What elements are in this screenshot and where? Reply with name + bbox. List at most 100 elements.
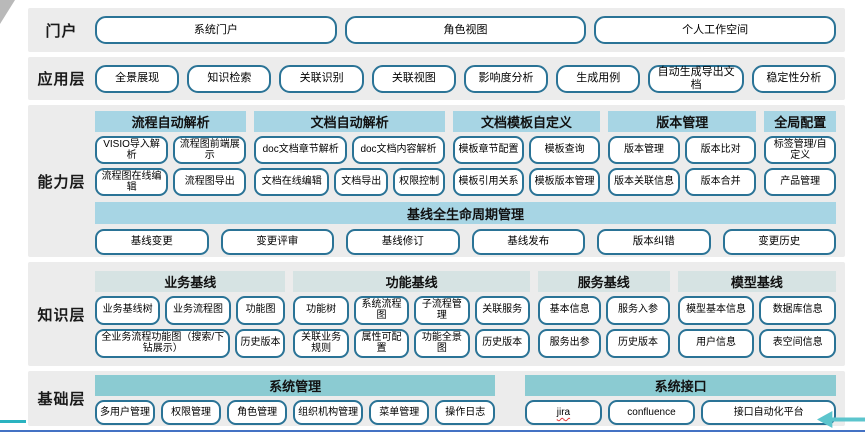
- group-header-process-auto-parse: 流程自动解析: [95, 111, 247, 132]
- kn-btn-model-basic-info[interactable]: 模型基本信息: [677, 295, 755, 325]
- fnd-btn-interface-automation-platform[interactable]: 接口自动化平台: [701, 400, 836, 425]
- baseline-btn-change-review[interactable]: 变更评审: [220, 229, 334, 255]
- layer-label-foundation: 基础层: [37, 391, 86, 408]
- fnd-btn-org-mgmt[interactable]: 组织机构管理: [293, 400, 364, 425]
- cap-btn-product-mgmt[interactable]: 产品管理: [764, 168, 836, 196]
- kn-btn-full-business-flow-map[interactable]: 全业务流程功能图（搜索/下钻展示）: [95, 328, 231, 358]
- kn-btn-function-diagram[interactable]: 功能图: [235, 295, 286, 325]
- capability-groups: 流程自动解析 VISIO导入解析 流程图前端展示 流程图在线编辑 流程图导出 文…: [95, 111, 836, 196]
- personal-workspace-button[interactable]: 个人工作空间: [594, 16, 837, 44]
- kn-btn-service-input-params[interactable]: 服务入参: [606, 295, 670, 325]
- group-header-service-baseline: 服务基线: [537, 270, 670, 292]
- group-system-interface: 系统接口 jira confluence 接口自动化平台: [525, 375, 836, 425]
- cap-btn-template-reference[interactable]: 模板引用关系: [452, 168, 525, 196]
- group-function-baseline: 功能基线 功能树 系统流程图 子流程管理 关联服务 关联业务规则 属性可配置 功…: [293, 270, 530, 358]
- cap-btn-visio-import[interactable]: VISIO导入解析: [95, 136, 169, 164]
- group-header-global-config: 全局配置: [764, 111, 836, 132]
- cap-btn-template-query[interactable]: 模板查询: [529, 136, 601, 164]
- cap-btn-doc-content-parse[interactable]: doc文档内容解析: [352, 136, 445, 164]
- fnd-btn-multiuser-mgmt[interactable]: 多用户管理: [95, 400, 156, 425]
- kn-btn-business-flowchart[interactable]: 业务流程图: [165, 295, 231, 325]
- group-header-function-baseline: 功能基线: [293, 270, 530, 292]
- app-btn-impact-analysis[interactable]: 影响度分析: [463, 64, 549, 93]
- cap-btn-doc-chapter-parse[interactable]: doc文档章节解析: [254, 136, 348, 164]
- group-system-mgmt: 系统管理 多用户管理 权限管理 角色管理 组织机构管理 菜单管理 操作日志: [95, 375, 496, 425]
- kn-btn-service-history-version[interactable]: 历史版本: [606, 328, 670, 358]
- cap-btn-flowchart-export[interactable]: 流程图导出: [173, 168, 247, 196]
- app-btn-relation-view[interactable]: 关联视图: [371, 64, 456, 93]
- baseline-btn-version-correction[interactable]: 版本纠错: [597, 229, 711, 255]
- cap-btn-flowchart-online-edit[interactable]: 流程图在线编辑: [95, 168, 169, 196]
- kn-btn-related-service[interactable]: 关联服务: [474, 295, 530, 325]
- kn-btn-user-info[interactable]: 用户信息: [677, 328, 755, 358]
- group-header-doc-template-custom: 文档模板自定义: [452, 111, 601, 132]
- app-btn-relation-identify[interactable]: 关联识别: [279, 64, 364, 93]
- layer-label-application: 应用层: [37, 71, 86, 88]
- fnd-btn-operation-log[interactable]: 操作日志: [435, 400, 496, 425]
- knowledge-groups: 业务基线 业务基线树 业务流程图 功能图 全业务流程功能图（搜索/下钻展示） 历…: [95, 270, 836, 358]
- group-service-baseline: 服务基线 基本信息 服务入参 服务出参 历史版本: [537, 270, 670, 358]
- cap-btn-template-version-mgmt[interactable]: 模板版本管理: [529, 168, 601, 196]
- kn-btn-database-info[interactable]: 数据库信息: [759, 295, 836, 325]
- cap-btn-version-compare[interactable]: 版本比对: [684, 136, 757, 164]
- cap-btn-version-relation-info[interactable]: 版本关联信息: [608, 168, 680, 196]
- application-button-row: 全景展现 知识检索 关联识别 关联视图 影响度分析 生成用例 自动生成导出文档 …: [95, 64, 837, 93]
- baseline-btn-change-history[interactable]: 变更历史: [722, 229, 836, 255]
- kn-btn-business-history-version[interactable]: 历史版本: [235, 328, 286, 358]
- layer-capability: 能力层 流程自动解析 VISIO导入解析 流程图前端展示 流程图在线编辑 流程图…: [28, 105, 845, 257]
- app-btn-generate-case[interactable]: 生成用例: [556, 64, 641, 93]
- cap-btn-version-merge[interactable]: 版本合并: [684, 168, 757, 196]
- kn-btn-attr-configurable[interactable]: 属性可配置: [353, 328, 410, 358]
- layer-foundation: 基础层 系统管理 多用户管理 权限管理 角色管理 组织机构管理 菜单管理 操作日…: [28, 371, 845, 426]
- kn-btn-service-basic-info[interactable]: 基本信息: [537, 295, 602, 325]
- kn-btn-subprocess-mgmt[interactable]: 子流程管理: [414, 295, 470, 325]
- group-header-system-interface: 系统接口: [525, 375, 836, 396]
- fnd-btn-permission-mgmt[interactable]: 权限管理: [161, 400, 222, 425]
- cap-btn-version-mgmt[interactable]: 版本管理: [608, 136, 680, 164]
- foundation-groups: 系统管理 多用户管理 权限管理 角色管理 组织机构管理 菜单管理 操作日志 系统…: [95, 372, 836, 425]
- baseline-btn-change[interactable]: 基线变更: [95, 229, 209, 255]
- kn-btn-function-panorama[interactable]: 功能全景图: [414, 328, 470, 358]
- app-btn-auto-export-doc[interactable]: 自动生成导出文档: [648, 64, 744, 93]
- kn-btn-service-output-params[interactable]: 服务出参: [537, 328, 602, 358]
- group-header-version-mgmt: 版本管理: [608, 111, 757, 132]
- role-view-button[interactable]: 角色视图: [344, 16, 587, 44]
- fnd-btn-confluence[interactable]: confluence: [607, 400, 696, 425]
- layer-knowledge: 知识层 业务基线 业务基线树 业务流程图 功能图 全业务流程功能图（搜索/下钻展…: [28, 262, 845, 366]
- kn-btn-function-tree[interactable]: 功能树: [293, 295, 349, 325]
- cap-btn-tag-mgmt-custom[interactable]: 标签管理/自定义: [764, 136, 836, 164]
- bottom-accent-line: [0, 430, 865, 432]
- app-btn-panorama[interactable]: 全景展现: [95, 64, 180, 93]
- app-btn-knowledge-search[interactable]: 知识检索: [187, 64, 272, 93]
- cap-btn-doc-export[interactable]: 文档导出: [334, 168, 389, 196]
- kn-btn-system-flowchart[interactable]: 系统流程图: [353, 295, 410, 325]
- layer-label-knowledge: 知识层: [37, 306, 86, 324]
- group-version-mgmt: 版本管理 版本管理 版本比对 版本关联信息 版本合并: [608, 111, 757, 196]
- group-model-baseline: 模型基线 模型基本信息 数据库信息 用户信息 表空间信息: [677, 270, 836, 358]
- cap-btn-template-chapter-config[interactable]: 模板章节配置: [452, 136, 525, 164]
- baseline-btn-revision[interactable]: 基线修订: [346, 229, 460, 255]
- fnd-btn-role-mgmt[interactable]: 角色管理: [227, 400, 288, 425]
- baseline-btn-release[interactable]: 基线发布: [471, 229, 585, 255]
- kn-btn-function-history-version[interactable]: 历史版本: [474, 328, 530, 358]
- kn-btn-tablespace-info[interactable]: 表空间信息: [759, 328, 836, 358]
- corner-decoration: [0, 0, 15, 24]
- layer-label-portal: 门户: [45, 22, 78, 40]
- cap-btn-permission-control[interactable]: 权限控制: [393, 168, 445, 196]
- app-btn-stability-analysis[interactable]: 稳定性分析: [751, 64, 837, 93]
- baseline-button-row: 基线变更 变更评审 基线修订 基线发布 版本纠错 变更历史: [95, 229, 836, 255]
- group-process-auto-parse: 流程自动解析 VISIO导入解析 流程图前端展示 流程图在线编辑 流程图导出: [95, 111, 247, 196]
- system-portal-button[interactable]: 系统门户: [95, 16, 337, 44]
- kn-btn-related-business-rule[interactable]: 关联业务规则: [293, 328, 349, 358]
- group-global-config: 全局配置 标签管理/自定义 产品管理: [764, 111, 836, 196]
- fnd-btn-jira[interactable]: jira: [525, 400, 602, 425]
- cap-btn-flowchart-frontend[interactable]: 流程图前端展示: [173, 136, 247, 164]
- group-header-doc-auto-parse: 文档自动解析: [254, 111, 445, 132]
- kn-btn-business-baseline-tree[interactable]: 业务基线树: [95, 295, 161, 325]
- fnd-btn-menu-mgmt[interactable]: 菜单管理: [369, 400, 430, 425]
- baseline-lifecycle-header: 基线全生命周期管理: [95, 202, 836, 224]
- cap-btn-doc-online-edit[interactable]: 文档在线编辑: [254, 168, 330, 196]
- group-doc-template-custom: 文档模板自定义 模板章节配置 模板查询 模板引用关系 模板版本管理: [452, 111, 601, 196]
- layer-application: 应用层 全景展现 知识检索 关联识别 关联视图 影响度分析 生成用例 自动生成导…: [28, 57, 845, 100]
- layer-portal: 门户 系统门户 角色视图 个人工作空间: [28, 8, 845, 52]
